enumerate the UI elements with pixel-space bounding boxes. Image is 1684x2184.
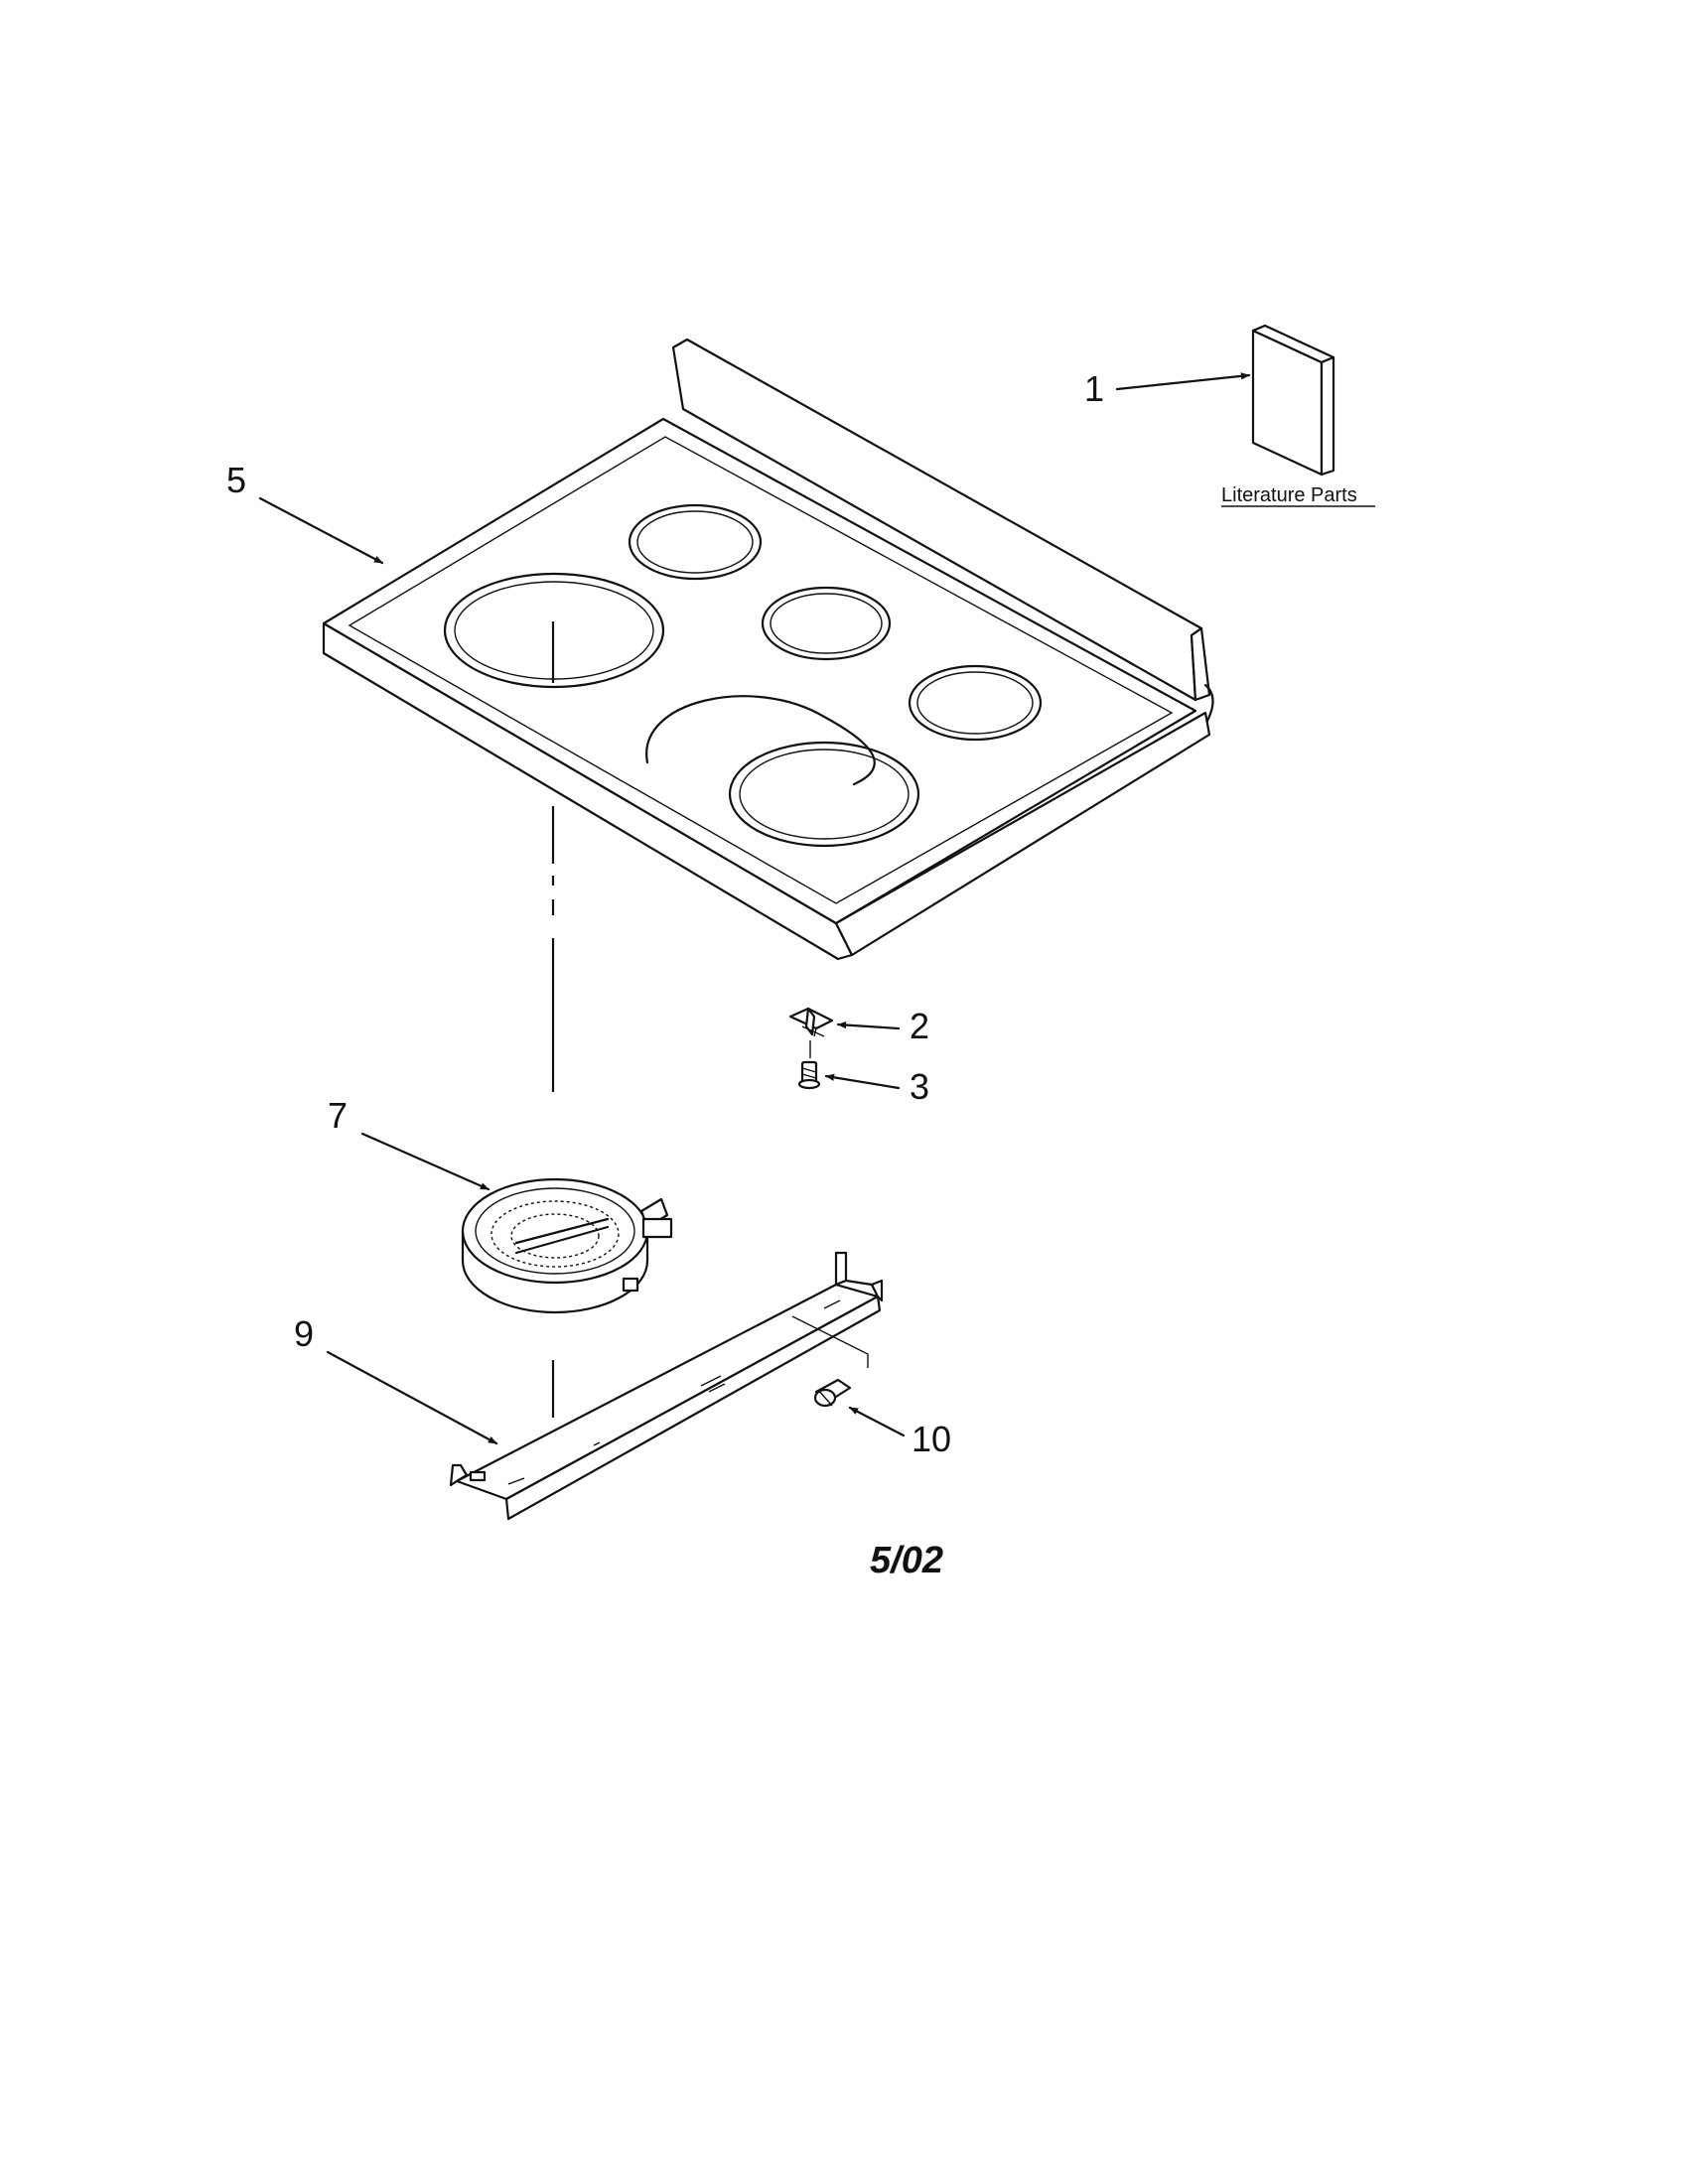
leader-arrow-7 (360, 1132, 491, 1191)
literature-parts-label: Literature Parts (1221, 484, 1357, 506)
cooktop-main-top (322, 338, 1214, 961)
leader-arrow-10 (848, 1406, 906, 1437)
callout-5: 5 (226, 460, 246, 500)
revision-date: 5/02 (870, 1540, 943, 1581)
callout-2: 2 (910, 1006, 929, 1046)
callout-3: 3 (910, 1066, 929, 1107)
radiant-element (461, 1177, 673, 1314)
callout-9: 9 (294, 1313, 314, 1354)
burner-center (761, 586, 892, 661)
support-bracket (449, 1251, 884, 1521)
leader-arrow-2 (836, 1021, 901, 1030)
callout-7: 7 (328, 1095, 348, 1136)
callout-10: 10 (912, 1419, 951, 1459)
burner-rear-left (628, 503, 763, 581)
burner-right-rear (908, 664, 1043, 742)
leader-arrow-3 (824, 1073, 901, 1090)
screw-part-10 (813, 1378, 852, 1408)
leader-arrow-9 (326, 1350, 498, 1445)
callout-1: 1 (1084, 368, 1104, 409)
leader-arrow-1 (1115, 372, 1251, 391)
clip-part (788, 1007, 834, 1037)
screw-part (797, 1060, 821, 1090)
warming-zone (645, 695, 876, 786)
burner-right-front (728, 741, 920, 848)
literature-booklet (1251, 324, 1335, 477)
leader-arrow-5 (258, 496, 384, 565)
cooktop-glass-surface (322, 417, 1197, 925)
